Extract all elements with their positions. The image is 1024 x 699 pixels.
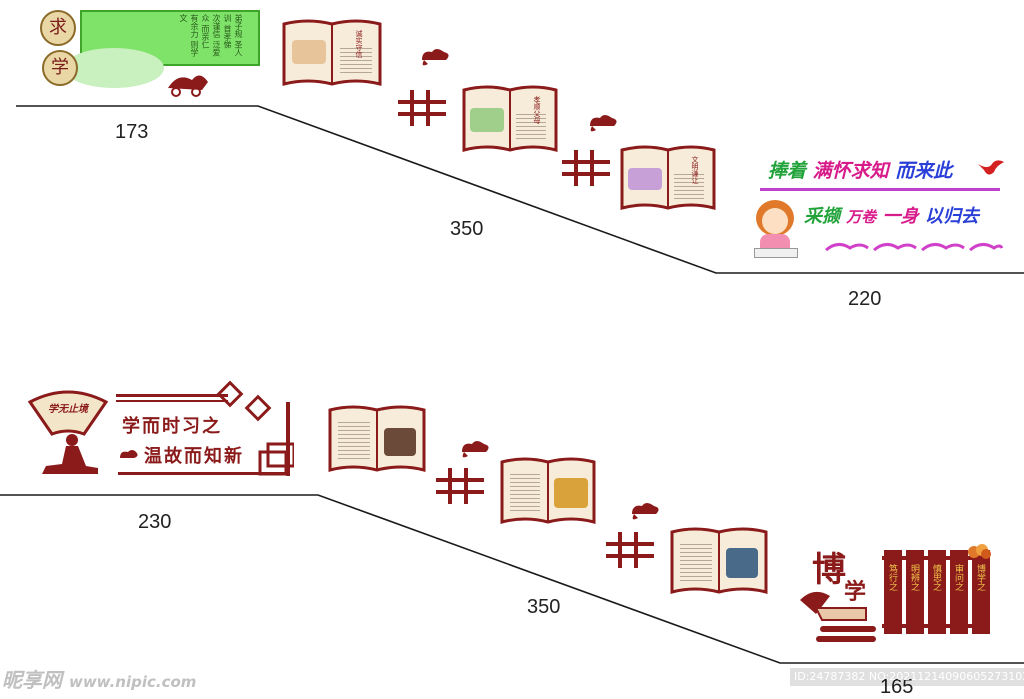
slogan-text: 捧着 [768,160,807,182]
lattice-connector [398,90,446,126]
book-panel: 孝顺父母 [460,84,560,156]
badge-char: 学 [51,57,69,78]
text-lines [680,544,712,584]
book-title: 文明谦让 [691,156,699,184]
bo-character: 博 [812,550,846,590]
flower-icon [968,544,991,559]
boxue-display: 博 学 笃行之 明辨之 慎思之 审问之 博学之 [790,540,1000,650]
poem-text: 弟子规 圣人训 首孝悌 次谨信 泛爱众 而亲仁 有余力 则学文 [179,14,243,57]
girl-body [760,234,790,250]
dimension-label: 165 [880,676,914,698]
text-lines [510,474,540,514]
dimension-label: 230 [138,511,172,533]
motto-frame: 学而时习之 温故而知新 [114,380,294,480]
watermark-logo-text: 昵享网 [2,668,62,692]
slogan-text: 满怀求知 [812,160,889,182]
slogan-block: 捧着 满怀求知 而来此 采撷 万卷 一身 以归去 [748,150,1018,262]
top-stair-line [16,105,1024,274]
panel-text: 博学之 [975,564,985,591]
open-book-icon [754,248,798,258]
scholar-silhouette-icon [42,434,98,474]
cloud-swirl-icon [632,503,659,520]
cloud-swirl-icon [422,49,449,66]
badge-char: 求 [49,17,67,38]
illustration [554,478,588,508]
slogan-text: 以归去 [924,206,979,227]
panel-text: 慎思之 [931,564,941,591]
lattice-connector [606,532,654,568]
book-panel: 诚实守信 [280,18,384,90]
watermark-logo: 昵享网 www.nipic.com [2,664,196,693]
book-panel: 文明谦让 [618,144,718,214]
cart-icon [168,75,208,97]
text-lines [674,174,704,200]
dimension-label: 350 [527,596,561,618]
panel-post: 明辨之 [906,550,924,634]
book-panel [498,456,598,528]
watermark-url: www.nipic.com [68,673,197,691]
qiu-xue-banner: 弟子规 圣人训 首孝悌 次谨信 泛爱众 而亲仁 有余力 则学文 求 学 [34,8,260,98]
panel-post: 审问之 [950,550,968,634]
fan-icon [27,390,109,436]
dimension-label: 220 [848,288,882,310]
text-lines [338,422,370,462]
illustration [384,428,416,456]
slogan-text: 而来此 [895,160,953,182]
book-panel [326,404,428,476]
badge-qiu: 求 [40,10,76,46]
fan-text: 学无止境 [48,404,88,415]
motto-border [116,380,294,476]
fence-panels: 笃行之 明辨之 慎思之 审问之 博学之 [882,550,990,634]
lattice-connector [562,150,610,186]
motto-line-1: 学而时习之 [122,416,222,437]
panel-post: 博学之 [972,550,990,634]
slogan-line-1: 捧着 满怀求知 而来此 [768,156,952,183]
banner-cloud [64,48,164,88]
dimension-label: 173 [115,121,149,143]
birds-flock-icon [825,243,1004,252]
illustration [726,548,758,578]
bottom-stair-line [0,494,1024,664]
lattice-connector [436,468,484,504]
fan-scroll-icon [800,591,876,642]
slogan-divider [760,188,1000,191]
illustration [628,168,662,190]
badge-xue: 学 [42,50,78,86]
book-title: 诚实守信 [355,30,363,58]
book-panel [668,526,770,598]
watermark-id: ID:24787382 NO:20211214090605273102 [790,668,1024,686]
panel-text: 明辨之 [909,564,919,591]
slogan-text: 一身 [882,206,919,227]
panel-post: 慎思之 [928,550,946,634]
slogan-text: 万卷 [846,208,877,226]
text-lines [516,114,546,142]
fan-emblem: 学无止境 [26,388,116,478]
illustration [292,40,326,64]
girl-reading-icon [752,198,798,258]
motto-line-2: 温故而知新 [144,446,244,467]
slogan-line-2: 采撷 万卷 一身 以归去 [804,202,979,228]
slogan-text: 采撷 [804,206,840,227]
panel-post: 笃行之 [884,550,902,634]
text-lines [340,48,372,76]
cloud-swirl-icon [590,115,617,132]
illustration [470,108,504,132]
bird-icon [978,160,1004,175]
girl-face [762,208,788,234]
dimension-label: 350 [450,218,484,240]
panel-text: 审问之 [953,564,963,591]
cloud-swirl-icon [120,450,138,458]
book-title: 孝顺父母 [533,96,541,124]
xue-character: 学 [844,579,867,605]
cloud-swirl-icon [462,441,489,458]
panel-text: 笃行之 [887,564,897,591]
